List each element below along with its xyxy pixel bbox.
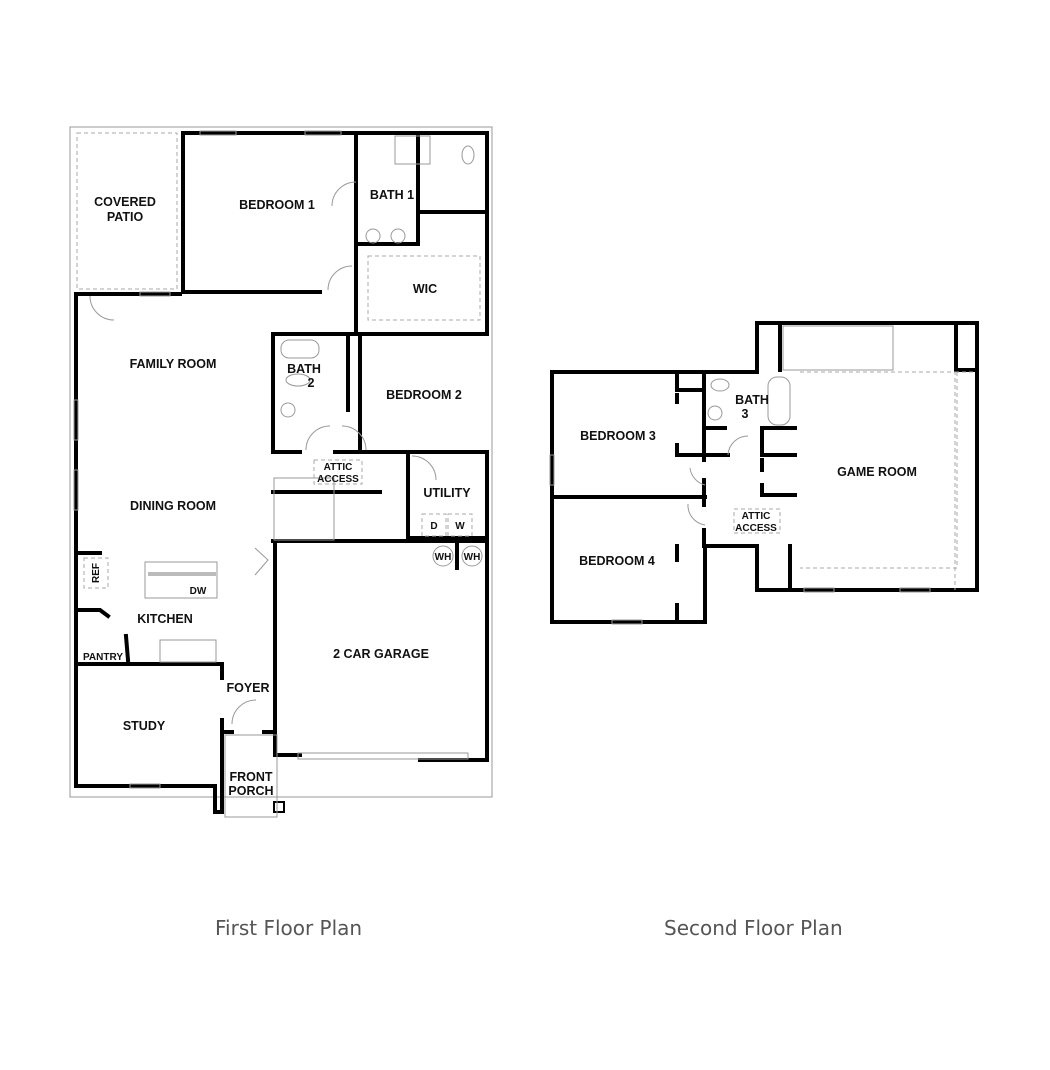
pantry-label: PANTRY [83, 652, 123, 663]
covered-patio-label-2: PATIO [107, 210, 144, 224]
first-floor-caption: First Floor Plan [215, 916, 363, 940]
attic-access-2-label-2: ACCESS [735, 523, 777, 534]
wic-label: WIC [413, 282, 437, 296]
second-floor-caption: Second Floor Plan [664, 916, 843, 940]
bath1-label: BATH 1 [370, 188, 414, 202]
garage-label: 2 CAR GARAGE [333, 647, 429, 661]
foyer-label: FOYER [226, 681, 269, 695]
attic-access-label: ATTIC [324, 462, 353, 473]
dining-room-label: DINING ROOM [130, 499, 216, 513]
game-room-label: GAME ROOM [837, 465, 917, 479]
bedroom2-label: BEDROOM 2 [386, 388, 462, 402]
washer-label: W [455, 521, 465, 532]
attic-access-label-2: ACCESS [317, 474, 359, 485]
bedroom4-label: BEDROOM 4 [579, 554, 655, 568]
water-heater-label-2: WH [464, 552, 481, 563]
bath2-label: BATH [287, 362, 321, 376]
bath3-num: 3 [742, 407, 749, 421]
ref-label: REF [91, 563, 102, 583]
study-label: STUDY [123, 719, 166, 733]
bath3-label: BATH [735, 393, 769, 407]
utility-label: UTILITY [423, 486, 471, 500]
front-porch-label: FRONT [229, 770, 272, 784]
first-floor-plan: COVERED PATIO BEDROOM 1 BATH 1 WIC FAMIL… [69, 126, 493, 818]
kitchen-label: KITCHEN [137, 612, 193, 626]
attic-access-2-label: ATTIC [742, 511, 771, 522]
second-floor-plan: BEDROOM 3 BATH 3 GAME ROOM ATTIC ACCESS … [549, 321, 979, 625]
front-porch-label-2: PORCH [228, 784, 273, 798]
dishwasher-label: DW [190, 586, 207, 597]
bath2-num: 2 [308, 376, 315, 390]
dryer-label: D [430, 521, 437, 532]
bedroom1-label: BEDROOM 1 [239, 198, 315, 212]
bedroom3-label: BEDROOM 3 [580, 429, 656, 443]
covered-patio-label: COVERED [94, 195, 156, 209]
family-room-label: FAMILY ROOM [130, 357, 217, 371]
water-heater-label: WH [435, 552, 452, 563]
